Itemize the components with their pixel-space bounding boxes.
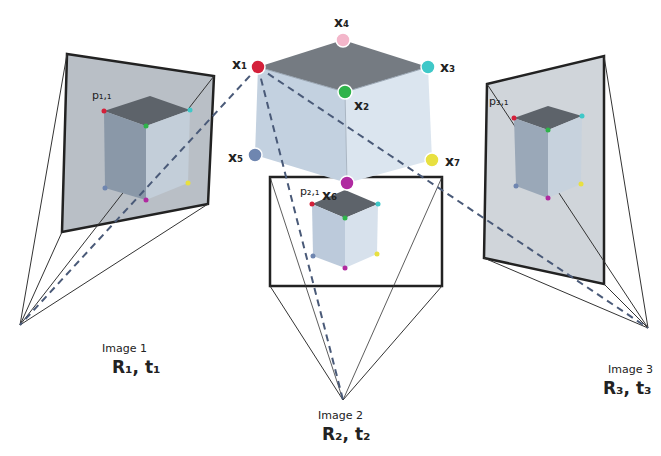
- camera-2: [270, 177, 442, 400]
- vertex-dots: [248, 33, 439, 190]
- image-label: Image 1: [102, 343, 147, 354]
- camera-1: [20, 54, 214, 325]
- pose-label: R₂, t₂: [322, 426, 371, 443]
- image-label: Image 3: [608, 364, 653, 375]
- point-label: p₁,₁: [92, 90, 111, 101]
- vertex-label: x₆: [322, 188, 337, 202]
- vertex-label: x₇: [445, 154, 460, 168]
- vertex-label: x₂: [354, 98, 369, 112]
- vertex-label: x₄: [334, 15, 349, 29]
- camera-3: [484, 56, 648, 328]
- vertex-label: x₃: [440, 60, 455, 74]
- point-label: p₃,₁: [489, 96, 508, 107]
- projection-rays: [20, 67, 648, 400]
- image-label: Image 2: [318, 410, 363, 421]
- pose-label: R₁, t₁: [112, 359, 161, 376]
- point-label: p₂,₁: [300, 186, 319, 197]
- vertex-label: x₅: [228, 150, 243, 164]
- pose-label: R₃, t₃: [603, 380, 652, 397]
- vertex-label: x₁: [232, 57, 247, 71]
